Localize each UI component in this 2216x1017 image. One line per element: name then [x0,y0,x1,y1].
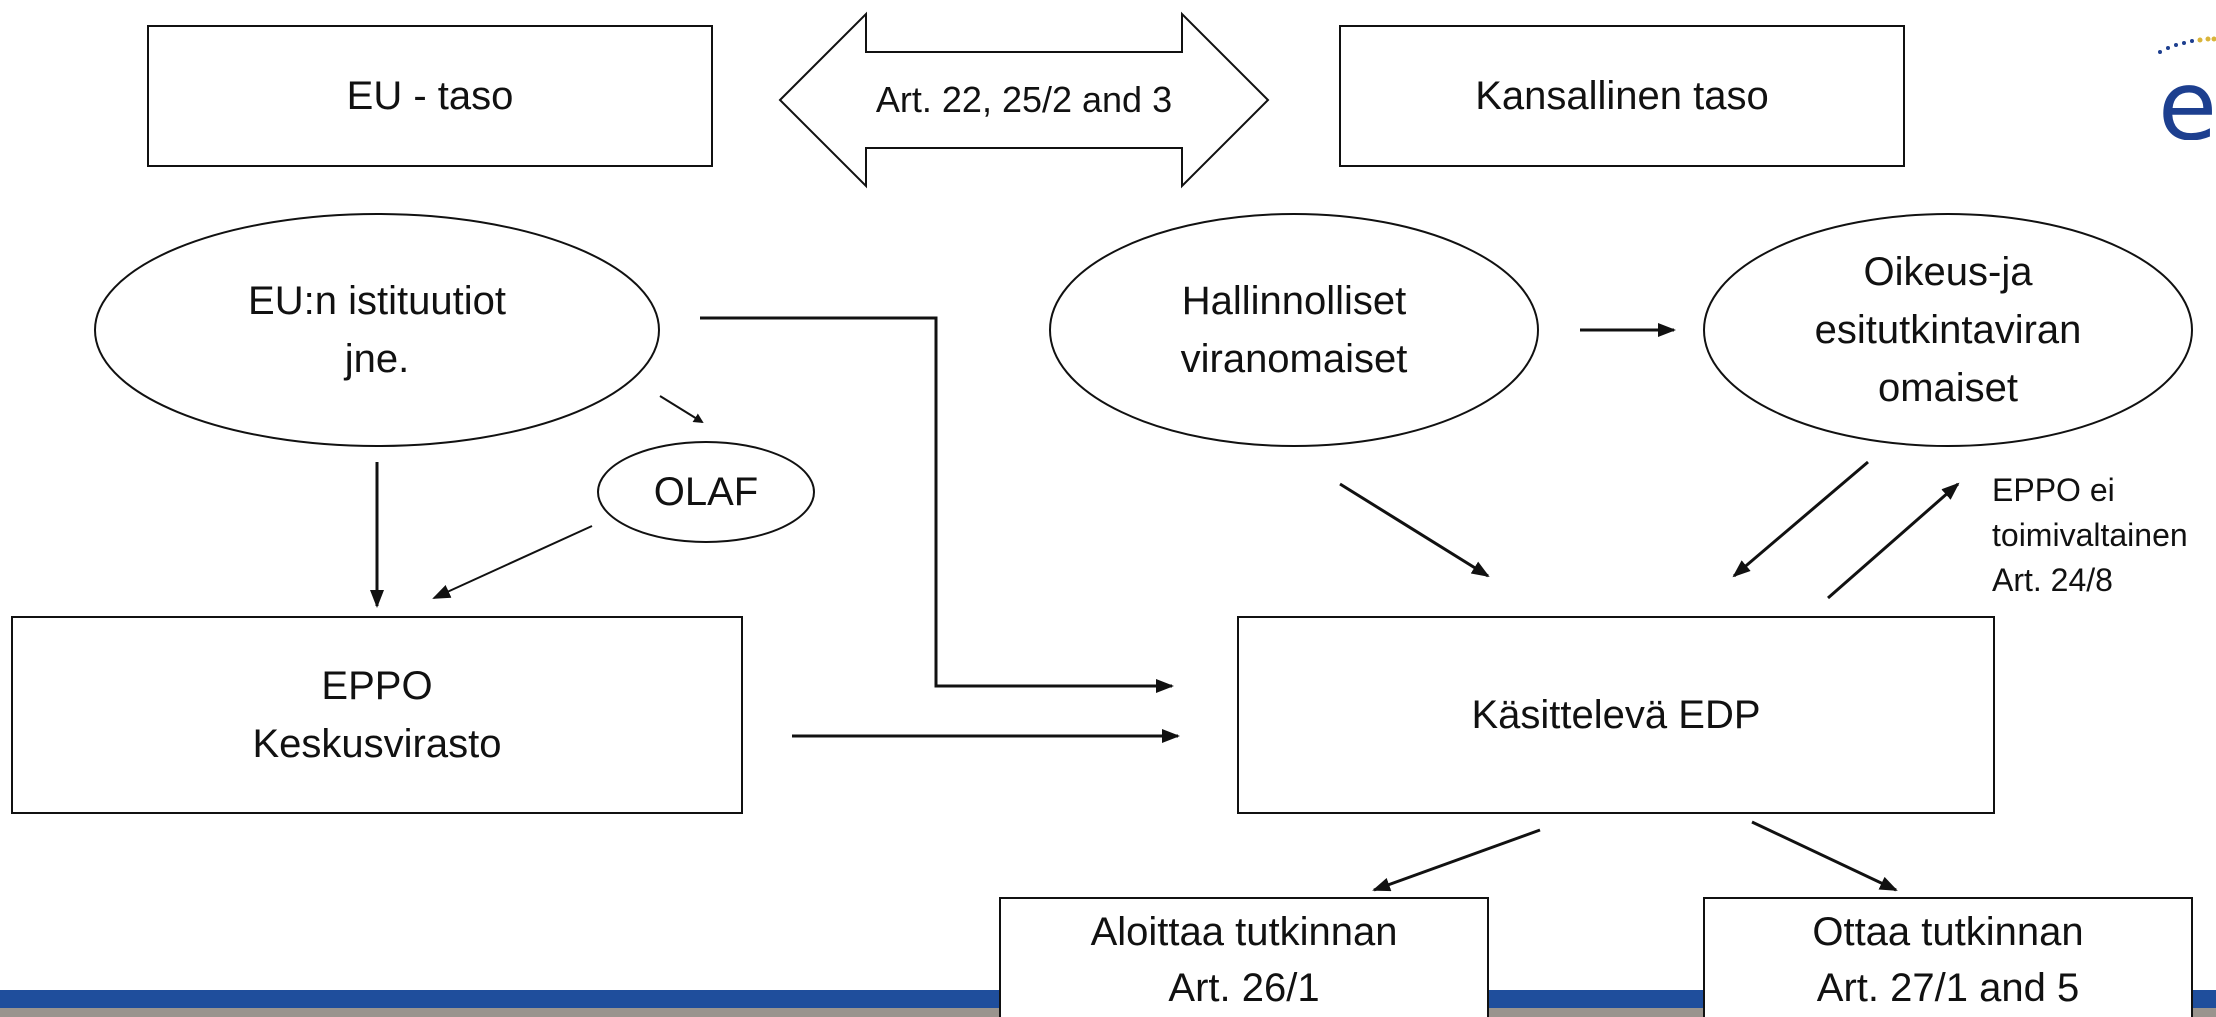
logo-text: ejt [2158,50,2216,140]
logo-stars-icon [2158,36,2216,54]
eu-institutions-ellipse [94,213,660,447]
eppo-central-label: EPPO Keskusvirasto [252,664,502,766]
bidirectional-arrow-label: Art. 22, 25/2 and 3 [875,79,1173,120]
arrow-institutions-to-edp [700,316,1174,693]
national-level-label: Kansallinen taso [1475,74,1769,118]
arrow-judicial-to-edp [1732,460,1869,578]
note-line-3: Art. 24/8 [1992,562,2113,598]
olaf-label: OLAF [653,470,759,514]
take-over-investigation-box [1703,897,2193,1017]
arrow-edp-to-judicial [1827,482,1960,600]
note-line-1: EPPO ei [1992,472,2115,508]
handling-edp-box [1237,616,1995,814]
eppo-not-competent-note: EPPO ei toimivaltainen Art. 24/8 [1992,468,2188,603]
arrow-edp-to-start [1372,828,1541,892]
bidirectional-arrow-shape [778,11,1270,189]
eppo-central-box [11,616,743,814]
start-investigation-box [999,897,1489,1017]
take-over-investigation-label: Ottaa tutkinnan Art. 27/1 and 5 [1812,909,2084,1010]
arrow-edp-to-takeover [1751,820,1898,892]
judicial-authorities-label: Oikeus-ja esitutkintaviran omaiset [1814,250,2082,410]
start-investigation-label: Aloittaa tutkinnan Art. 26/1 [1090,909,1398,1010]
arrow-olaf-to-eppo [432,525,593,599]
eu-level-box [147,25,713,167]
ejtn-logo: ejt [2150,30,2216,140]
arrow-admin-to-edp [1339,482,1490,578]
admin-authorities-label: Hallinnolliset viranomaiset [1180,279,1408,381]
note-line-2: toimivaltainen [1992,517,2188,553]
olaf-ellipse [597,441,815,543]
national-level-box [1339,25,1905,167]
eu-institutions-label: EU:n istituutiot jne. [248,279,506,381]
eu-level-label: EU - taso [346,74,514,118]
arrow-institutions-to-olaf [659,395,704,424]
judicial-authorities-ellipse [1703,213,2193,447]
admin-authorities-ellipse [1049,213,1539,447]
handling-edp-label: Käsittelevä EDP [1471,693,1761,737]
